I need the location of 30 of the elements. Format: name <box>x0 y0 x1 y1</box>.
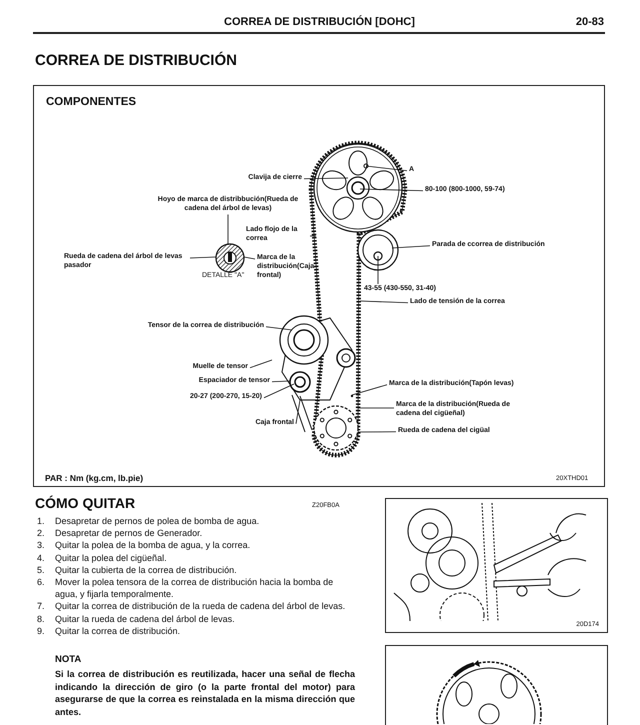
step-text: Desapretar de pernos de polea de bomba de agua. <box>55 515 260 528</box>
step-text: Quitar la correa de distribución de la rueda de cadena del árbol de levas. <box>55 600 346 613</box>
step-text: Mover la polea tensora de la correa de distribución hacia la bomba de agua, y fijarla temporalmente. <box>55 576 334 600</box>
step-number: 6. <box>37 576 46 590</box>
leader-line <box>190 256 216 258</box>
step-text: Quitar la polea del cigüeñal. <box>55 552 168 564</box>
step-number: 2. <box>37 527 46 540</box>
step-number: 5. <box>37 564 46 576</box>
leader-line <box>244 256 256 260</box>
step-text: Desapretar de pernos de Generador. <box>55 527 204 540</box>
page-number: 20-83 <box>576 16 604 28</box>
step-number: 4. <box>37 552 46 564</box>
torque-unit-note: PAR : Nm (kg.cm, lb.pie) <box>45 473 144 483</box>
step-text: Quitar la correa de distribución. <box>55 624 182 638</box>
step-number: 3. <box>37 539 46 552</box>
section-title: CORREA DE DISTRIBUCIÓN <box>35 52 237 69</box>
step-text: Quitar la polea de la bomba de agua, y la correa. <box>55 539 252 552</box>
step-text: Quitar la rueda de cadena del árbol de levas. <box>55 612 236 625</box>
running-header: CORREA DE DISTRIBUCIÓN [DOHC] <box>224 16 415 28</box>
note-text: Si la correa de distribución es reutilizada, hacer una señal de flecha indicando la dirección de giro (o la parte frontal del motor) para asegurarse de que la correa es reinstalada en la misma dirección que antes. <box>55 668 355 718</box>
step-number: 1. <box>37 515 46 528</box>
detail-drawing <box>214 244 246 274</box>
step-number: 8. <box>37 612 46 625</box>
step-text: Quitar la cubierta de la correa de distribución. <box>55 564 238 576</box>
section-heading: CÓMO QUITAR <box>35 495 136 511</box>
step-number: 7. <box>37 600 46 613</box>
note-heading: NOTA <box>55 654 82 665</box>
figure-heading: COMPONENTES <box>46 96 136 108</box>
leader-line <box>250 360 272 368</box>
step-number: 9. <box>37 624 46 638</box>
